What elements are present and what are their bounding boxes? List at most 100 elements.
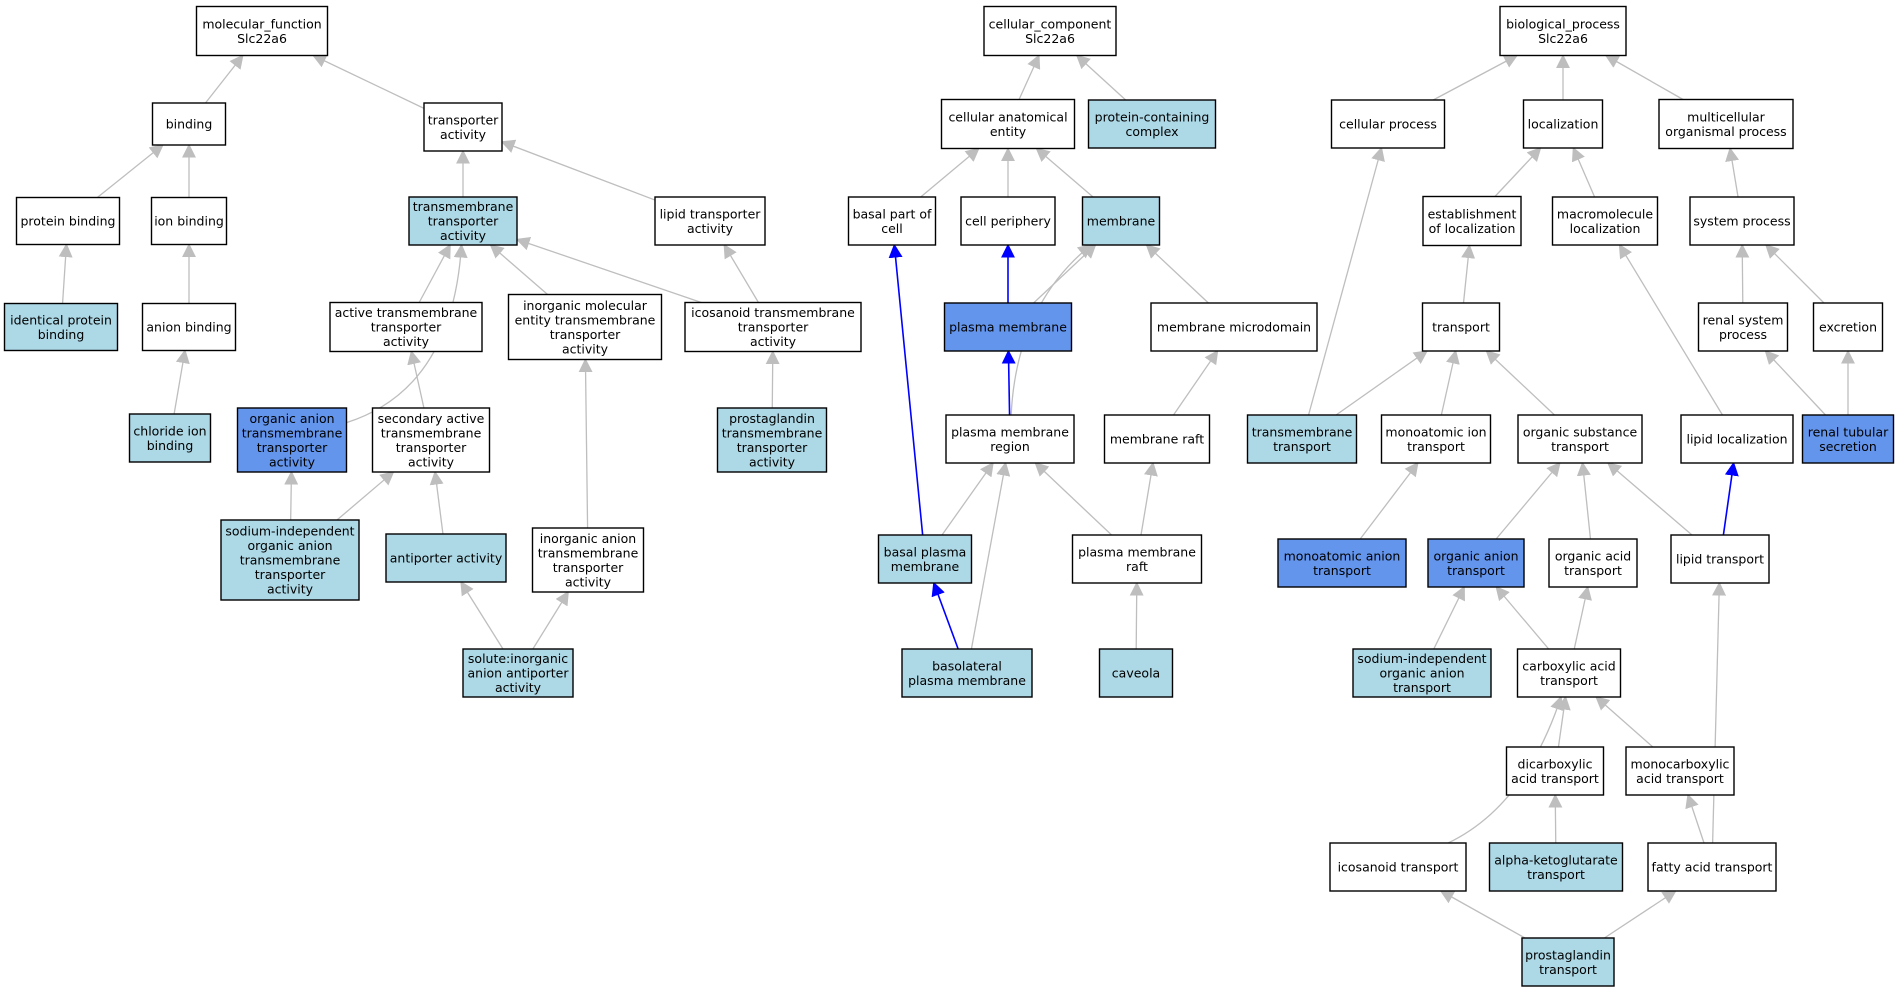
node-cellular-process: cellular process bbox=[1330, 99, 1446, 149]
node-label-line: transporter bbox=[550, 327, 621, 342]
node-label-line: transmembrane bbox=[1252, 424, 1353, 439]
edge-basal-pm-to-basal-part bbox=[888, 243, 924, 536]
edge-prostaglandin-transport-to-icosanoid-transport bbox=[1439, 890, 1526, 939]
node-label-line: transport bbox=[1393, 680, 1451, 695]
node-box bbox=[1098, 648, 1174, 698]
node-label-line: binding bbox=[147, 438, 194, 453]
node-box bbox=[654, 196, 766, 246]
edge-transport-to-establishment bbox=[1461, 244, 1476, 304]
node-prostaglandin-tm: prostaglandintransmembranetransporteract… bbox=[716, 407, 828, 473]
node-label-line: alpha-ketoglutarate bbox=[1494, 852, 1618, 867]
node-label-line: fatty acid transport bbox=[1652, 860, 1773, 875]
node-label-line: activity bbox=[267, 582, 314, 597]
node-box bbox=[901, 648, 1033, 698]
node-label-line: transport bbox=[1551, 439, 1609, 454]
node-label-line: basolateral bbox=[932, 658, 1002, 673]
node-label-line: binding bbox=[166, 117, 213, 132]
node-box bbox=[1329, 842, 1467, 892]
node-label-line: transporter bbox=[553, 560, 624, 575]
node-box bbox=[847, 196, 937, 246]
edge-organic-acid-to-organic-substance bbox=[1576, 461, 1592, 540]
node-label-line: multicellular bbox=[1687, 109, 1766, 124]
node-box bbox=[1427, 538, 1525, 588]
edge-pm-raft-to-pm-region bbox=[1034, 462, 1113, 536]
node-label-line: acid transport bbox=[1511, 771, 1599, 786]
node-label-line: transmembrane bbox=[240, 553, 341, 568]
node-label-line: secretion bbox=[1819, 439, 1877, 454]
edge-alpha-keto-to-dicarboxylic bbox=[1548, 793, 1563, 844]
edge-membrane-raft-to-membrane-microdomain bbox=[1172, 349, 1219, 416]
node-label-line: transmembrane bbox=[538, 545, 639, 560]
node-box bbox=[220, 519, 360, 601]
node-label-line: activity bbox=[269, 454, 316, 469]
node-label-line: cell periphery bbox=[965, 214, 1051, 229]
node-label-line: process bbox=[1719, 327, 1767, 342]
node-label-line: organismal process bbox=[1665, 124, 1786, 139]
node-box bbox=[1277, 538, 1407, 588]
node-label-line: system process bbox=[1693, 214, 1790, 229]
node-box bbox=[1150, 302, 1318, 352]
edge-binding-to-mf bbox=[204, 54, 244, 104]
node-box bbox=[423, 102, 503, 152]
node-box bbox=[385, 533, 507, 583]
node-box bbox=[1499, 5, 1627, 57]
node-label-line: protein-containing bbox=[1095, 109, 1210, 124]
edge-carboxylic-to-organic-acid bbox=[1573, 585, 1592, 650]
edge-lipid-transport-to-organic-substance bbox=[1606, 462, 1693, 536]
node-label-line: protein binding bbox=[20, 214, 115, 229]
edge-prostaglandin-transport-to-fatty-acid bbox=[1604, 890, 1677, 939]
node-label-line: cellular_component bbox=[989, 16, 1112, 31]
edge-identical-protein-binding-to-protein-binding bbox=[58, 243, 73, 304]
node-box bbox=[940, 98, 1076, 150]
node-box bbox=[1680, 414, 1794, 464]
node-label-line: caveola bbox=[1112, 666, 1160, 681]
edge-basal-part-to-cell-anat bbox=[920, 147, 980, 198]
node-box bbox=[1380, 414, 1492, 464]
node-box bbox=[1625, 746, 1735, 796]
node-label-line: organic anion bbox=[247, 538, 332, 553]
node-box bbox=[1352, 648, 1492, 698]
node-label-line: renal tubular bbox=[1808, 424, 1889, 439]
edge-caveola-to-pm-raft bbox=[1129, 581, 1144, 650]
node-box bbox=[1551, 196, 1659, 246]
node-label-line: solute:inorganic bbox=[468, 651, 568, 666]
edge-antiporter-to-secondary-active bbox=[429, 470, 444, 535]
node-label-line: transporter bbox=[396, 440, 467, 455]
node-ion-binding: ion binding bbox=[150, 196, 228, 246]
node-box bbox=[1421, 302, 1501, 352]
node-box bbox=[1801, 414, 1895, 464]
node-label-line: region bbox=[990, 439, 1030, 454]
node-lipid-transport: lipid transport bbox=[1670, 534, 1770, 584]
node-box bbox=[1330, 99, 1446, 149]
edge-icosanoid-tm-to-tm-transporter bbox=[515, 236, 702, 304]
node-label-line: cellular anatomical bbox=[948, 109, 1067, 124]
node-label-line: secondary active bbox=[378, 411, 485, 426]
node-label-line: dicarboxylic bbox=[1518, 756, 1593, 771]
node-label-line: activity bbox=[383, 334, 430, 349]
node-label-line: inorganic molecular bbox=[523, 298, 648, 313]
edge-cellular-process-to-bp bbox=[1432, 54, 1519, 101]
node-binding: binding bbox=[151, 102, 227, 146]
node-box bbox=[1516, 648, 1622, 698]
node-box bbox=[141, 302, 237, 352]
node-box bbox=[1670, 534, 1770, 584]
node-label-line: membrane microdomain bbox=[1157, 320, 1311, 335]
node-label-line: localization bbox=[1528, 117, 1599, 132]
node-label-line: anion antiporter bbox=[467, 666, 569, 681]
node-label-line: activity bbox=[750, 334, 797, 349]
node-box bbox=[943, 302, 1073, 352]
node-box bbox=[960, 196, 1056, 246]
node-label-line: membrane raft bbox=[1110, 432, 1204, 447]
node-label-line: plasma membrane bbox=[951, 424, 1069, 439]
node-label-line: transmembrane bbox=[242, 425, 343, 440]
